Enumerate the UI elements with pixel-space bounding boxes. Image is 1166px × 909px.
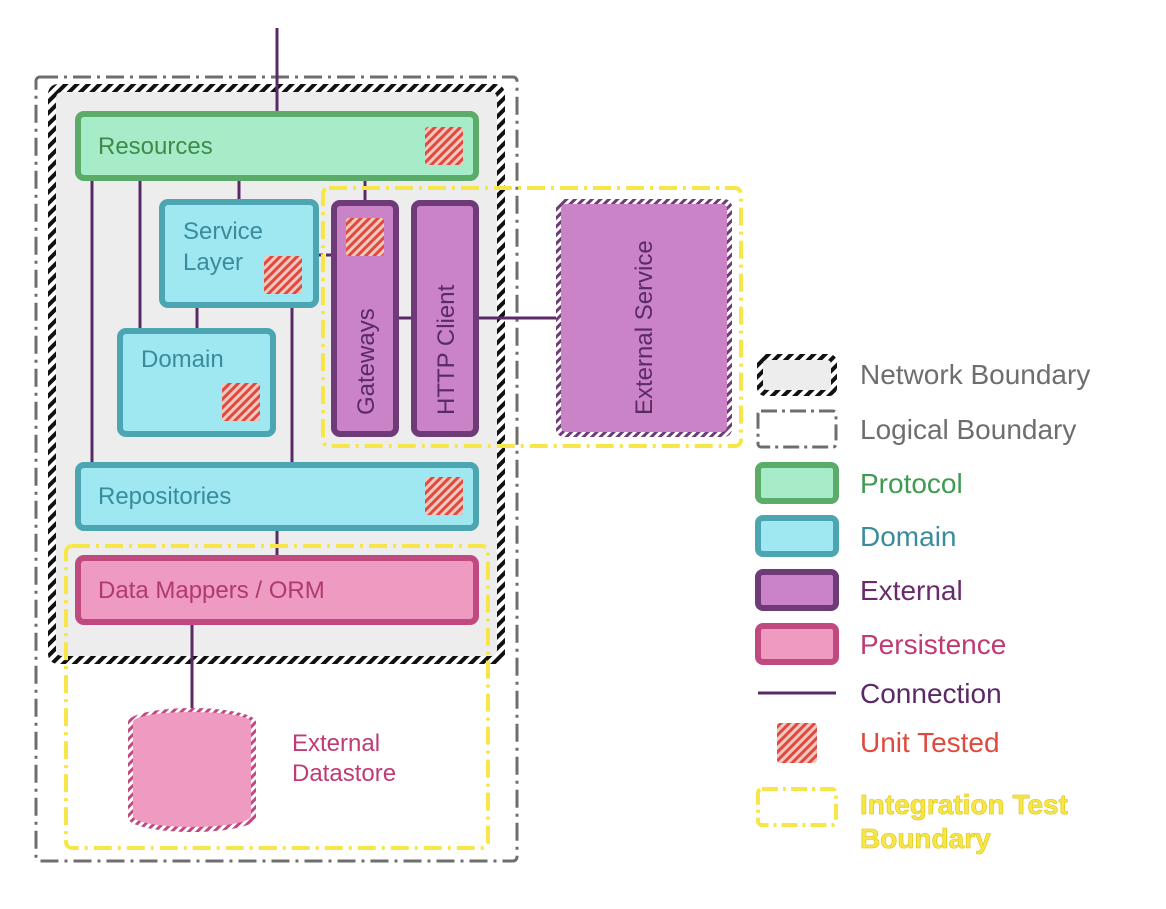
legend-integration-label-2: Boundary <box>860 823 991 854</box>
external-datastore-label-2: Datastore <box>292 760 396 787</box>
http-client-label: HTTP Client <box>433 284 460 415</box>
resources-unit-tested-icon <box>425 127 463 165</box>
legend: Network Boundary Logical Boundary Protoc… <box>755 354 1090 854</box>
data-mappers-label: Data Mappers / ORM <box>98 577 325 604</box>
gateways-label: Gateways <box>353 308 380 415</box>
legend-network-boundary-label: Network Boundary <box>860 359 1090 390</box>
external-service-label: External Service <box>631 240 658 415</box>
service-layer-label-2: Layer <box>183 249 243 276</box>
data-mappers-box <box>75 555 479 625</box>
legend-protocol-swatch <box>755 462 839 504</box>
legend-logical-boundary-swatch <box>756 409 838 449</box>
domain-unit-tested-icon <box>222 383 260 421</box>
legend-logical-boundary-label: Logical Boundary <box>860 414 1076 445</box>
legend-integration-boundary-swatch <box>756 787 838 827</box>
service-layer-label-1: Service <box>183 218 263 245</box>
domain-label: Domain <box>141 346 224 373</box>
legend-external-label: External <box>860 575 963 606</box>
resources-label: Resources <box>98 133 213 160</box>
repositories-label: Repositories <box>98 483 231 510</box>
legend-unit-tested-label: Unit Tested <box>860 727 1000 758</box>
http-client-box <box>411 200 479 437</box>
resources-box <box>75 111 479 181</box>
external-datastore-label-1: External <box>292 730 380 757</box>
service-layer-unit-tested-icon <box>264 256 302 294</box>
legend-persistence-label: Persistence <box>860 629 1006 660</box>
legend-protocol-label: Protocol <box>860 468 963 499</box>
legend-persistence-swatch <box>755 623 839 665</box>
legend-domain-label: Domain <box>860 521 956 552</box>
repositories-unit-tested-icon <box>425 477 463 515</box>
legend-external-swatch <box>755 569 839 611</box>
repositories-box <box>75 462 479 531</box>
legend-integration-label-1: Integration Test <box>860 789 1068 820</box>
legend-connection-label: Connection <box>860 678 1002 709</box>
external-datastore-cylinder <box>128 708 256 832</box>
legend-unit-tested-swatch <box>777 723 817 763</box>
legend-domain-swatch <box>755 515 839 557</box>
integration-test-boundary-external <box>321 186 743 448</box>
gateways-box <box>331 200 399 437</box>
gateways-unit-tested-icon <box>346 218 384 256</box>
integration-test-boundary-persistence <box>64 544 490 850</box>
